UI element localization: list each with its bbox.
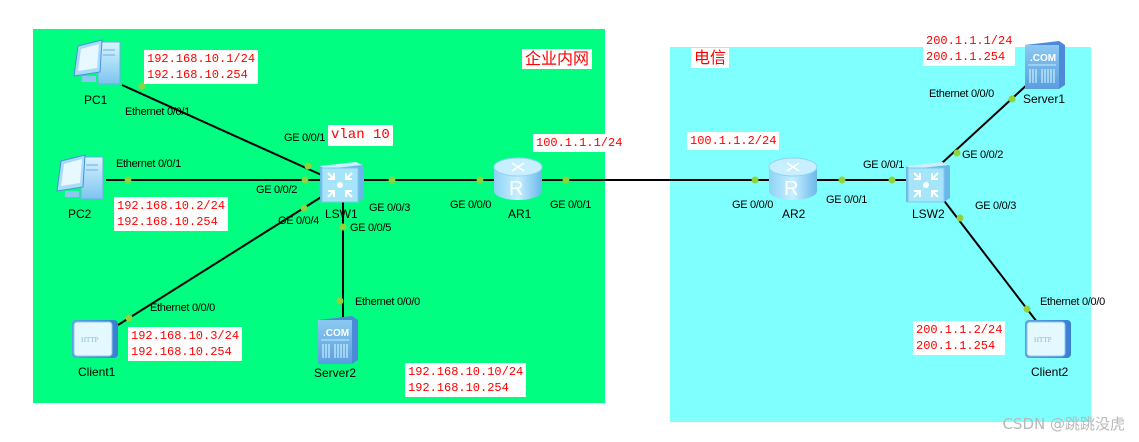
client1-ip-annotation: 192.168.10.3/24 192.168.10.254 [128, 327, 243, 361]
port-dot [562, 176, 570, 184]
port-label: GE 0/0/1 [550, 199, 591, 211]
telecom-zone [670, 47, 1091, 422]
svg-text:.COM: .COM [323, 328, 349, 339]
port-label: GE 0/0/3 [369, 202, 410, 214]
port-dot [124, 176, 132, 184]
ar2-device[interactable]: R [768, 157, 818, 200]
port-dot [751, 176, 759, 184]
port-dot [339, 223, 347, 231]
pc1-label: PC1 [84, 93, 108, 107]
port-dot [304, 162, 312, 170]
client2-device[interactable]: HTTP [1025, 320, 1071, 358]
port-dot [300, 204, 308, 212]
port-dot [956, 214, 964, 222]
server1-device[interactable]: .COM [1025, 41, 1065, 89]
port-label: GE 0/0/4 [278, 215, 319, 227]
port-dot [838, 176, 846, 184]
port-label: GE 0/0/2 [962, 149, 1003, 161]
svg-text:.COM: .COM [1030, 53, 1056, 64]
port-dot [1023, 305, 1031, 313]
port-dot [1008, 95, 1016, 103]
router-icon: R [768, 157, 818, 200]
port-dot [138, 82, 146, 90]
client1-label: Client1 [78, 365, 116, 379]
link-lsw2-server1 [941, 81, 1031, 164]
http-client-icon: HTTP [72, 320, 118, 358]
server-icon: .COM [318, 316, 358, 364]
port-label: GE 0/0/3 [975, 200, 1016, 212]
pc2-label: PC2 [68, 207, 92, 221]
port-dot [301, 176, 309, 184]
port-label: GE 0/0/1 [826, 194, 867, 206]
port-dot [476, 176, 484, 184]
svg-text:HTTP: HTTP [81, 336, 99, 344]
server2-device[interactable]: .COM [318, 316, 358, 364]
telecom-zone-title: 电信 [691, 48, 730, 68]
port-label: Ethernet 0/0/1 [125, 106, 190, 118]
router-icon: R [493, 157, 543, 200]
http-client-icon: HTTP [1025, 320, 1071, 358]
pc1-ip-annotation: 192.168.10.1/24 192.168.10.254 [144, 50, 259, 84]
lsw1-device[interactable] [320, 162, 364, 203]
pc2-device[interactable] [56, 154, 104, 200]
server2-label: Server2 [314, 366, 356, 380]
link-client1-lsw1 [117, 193, 327, 326]
svg-text:HTTP: HTTP [1034, 336, 1052, 344]
port-label: Ethernet 0/0/0 [929, 88, 994, 100]
port-label: Ethernet 0/0/0 [150, 302, 215, 314]
port-dot [953, 149, 961, 157]
ar1-ip-annotation: 100.1.1.1/24 [533, 134, 626, 152]
link-pc1-lsw1 [121, 84, 327, 178]
ar1-label: AR1 [508, 207, 532, 221]
ar2-ip-annotation: 100.1.1.2/24 [687, 132, 780, 150]
server1-ip-annotation: 200.1.1.1/24 200.1.1.254 [923, 32, 1016, 66]
client2-ip-annotation: 200.1.1.2/24 200.1.1.254 [913, 321, 1006, 355]
lsw2-device[interactable] [906, 162, 950, 203]
client2-label: Client2 [1031, 365, 1069, 379]
port-dot [388, 176, 396, 184]
ar1-device[interactable]: R [493, 157, 543, 200]
server1-label: Server1 [1023, 92, 1065, 106]
watermark: CSDN @跳跳没虎 [1002, 415, 1125, 433]
port-label: GE 0/0/1 [863, 159, 904, 171]
switch-icon [320, 162, 364, 203]
port-label: GE 0/0/5 [350, 222, 391, 234]
port-label: GE 0/0/2 [256, 184, 297, 196]
ar2-label: AR2 [782, 207, 806, 221]
pc2-ip-annotation: 192.168.10.2/24 192.168.10.254 [114, 197, 229, 231]
port-label: GE 0/0/0 [450, 199, 491, 211]
port-dot [336, 297, 344, 305]
port-label: GE 0/0/0 [732, 199, 773, 211]
port-label: GE 0/0/1 [284, 132, 325, 144]
port-dot [888, 176, 896, 184]
vlan-annotation: vlan 10 [328, 125, 393, 146]
port-label: Ethernet 0/0/0 [1040, 296, 1105, 308]
pc-icon [73, 39, 121, 85]
pc1-device[interactable] [73, 39, 121, 85]
svg-text:R: R [509, 178, 523, 200]
lsw2-label: LSW2 [912, 207, 945, 221]
server-icon: .COM [1025, 41, 1065, 89]
lsw1-label: LSW1 [325, 207, 358, 221]
server2-ip-annotation: 192.168.10.10/24 192.168.10.254 [405, 363, 527, 397]
client1-device[interactable]: HTTP [72, 320, 118, 358]
port-dot [125, 314, 133, 322]
switch-icon [906, 162, 950, 203]
port-label: Ethernet 0/0/1 [116, 158, 181, 170]
pc-icon [56, 154, 104, 200]
port-label: Ethernet 0/0/0 [355, 296, 420, 308]
svg-text:R: R [784, 178, 798, 200]
enterprise-zone-title: 企业内网 [522, 49, 593, 69]
